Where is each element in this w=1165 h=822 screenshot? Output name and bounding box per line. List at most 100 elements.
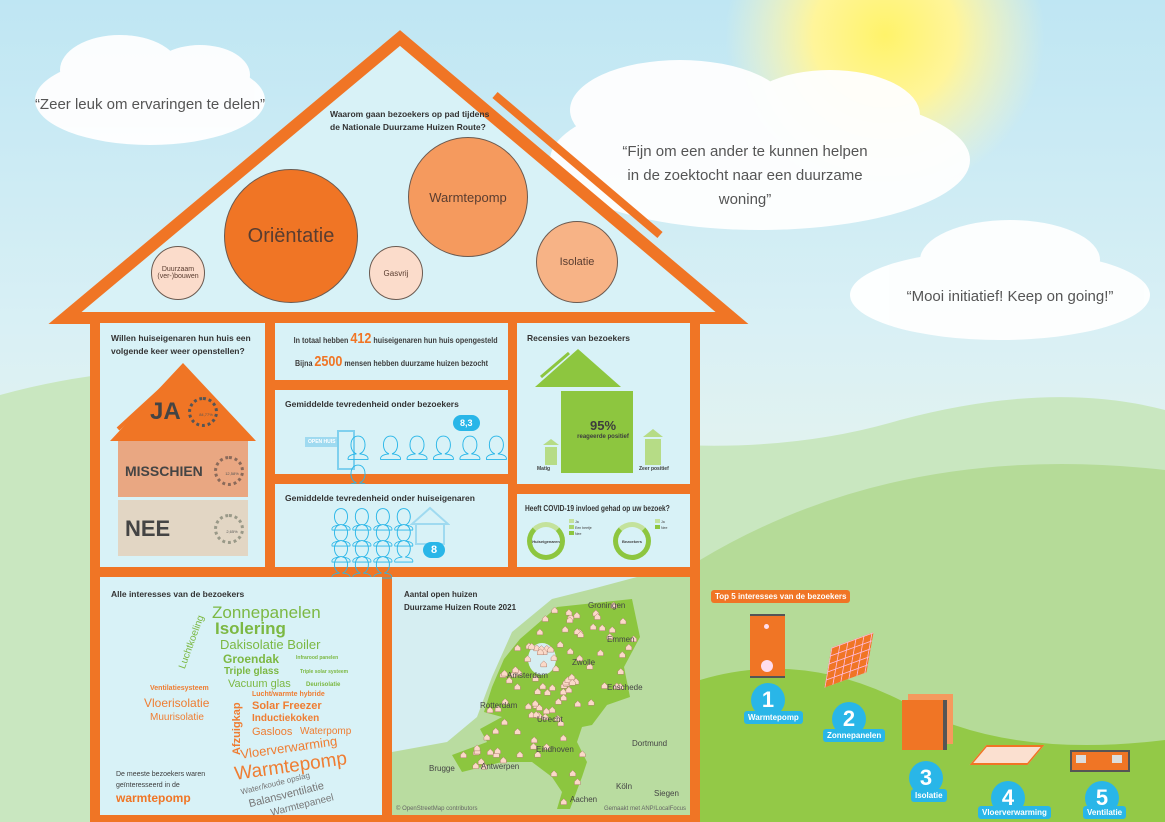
open-house-marker[interactable] (606, 633, 613, 640)
open-house-marker[interactable] (566, 616, 573, 624)
open-house-marker[interactable] (525, 702, 532, 710)
open-house-marker[interactable] (630, 635, 637, 642)
open-house-marker[interactable] (537, 648, 544, 656)
open-house-marker[interactable] (532, 674, 539, 682)
open-house-marker[interactable] (601, 682, 608, 689)
open-house-marker[interactable] (565, 608, 573, 616)
open-house-marker[interactable] (481, 762, 488, 770)
open-house-marker[interactable] (586, 662, 593, 670)
word: Lucht/warmte hybride (252, 691, 325, 698)
open-house-marker[interactable] (574, 778, 581, 785)
open-house-marker[interactable] (557, 719, 565, 727)
open-house-marker[interactable] (501, 669, 508, 677)
totals-line-2: Bijna 2500 mensen hebben duurzame huizen… (294, 353, 489, 370)
open-house-marker[interactable] (483, 733, 491, 741)
open-house-marker[interactable] (549, 684, 556, 691)
open-house-marker[interactable] (550, 770, 558, 777)
open-house-marker[interactable] (547, 645, 554, 653)
open-house-marker[interactable] (514, 728, 521, 735)
open-house-marker[interactable] (477, 757, 485, 765)
open-house-marker[interactable] (554, 714, 561, 722)
open-house-marker[interactable] (619, 651, 626, 658)
open-house-marker[interactable] (552, 665, 560, 672)
map-credit-localfocus[interactable]: Gemaakt met ANP/LocalFocus (604, 806, 687, 812)
word: Solar Freezer (252, 700, 322, 712)
open-house-marker[interactable] (550, 654, 558, 661)
open-house-marker[interactable] (539, 682, 547, 690)
open-house-marker[interactable] (530, 742, 537, 750)
open-house-marker[interactable] (528, 642, 535, 650)
open-house-marker[interactable] (516, 751, 524, 758)
open-house-marker[interactable] (625, 643, 633, 651)
open-house-marker[interactable] (556, 640, 564, 648)
open-house-marker[interactable] (608, 626, 616, 633)
open-house-marker[interactable] (560, 798, 568, 805)
open-house-marker[interactable] (598, 624, 606, 631)
open-house-marker[interactable] (551, 606, 558, 614)
rank-label: Vloerverwarming (978, 806, 1051, 819)
open-house-marker[interactable] (530, 736, 538, 744)
open-house-marker[interactable] (568, 673, 576, 681)
open-house-marker[interactable] (534, 687, 541, 695)
open-house-marker[interactable] (536, 704, 543, 711)
open-house-marker[interactable] (579, 750, 586, 758)
map-credit-osm[interactable]: © OpenStreetMap contributors (396, 806, 478, 812)
rank-label: Zonnepanelen (823, 729, 886, 742)
open-house-marker[interactable] (524, 655, 531, 662)
open-house-marker[interactable] (506, 676, 513, 684)
word: Waterpomp (300, 726, 352, 737)
open-house-marker[interactable] (542, 615, 549, 622)
open-house-marker[interactable] (500, 756, 507, 764)
open-house-marker[interactable] (494, 705, 502, 712)
open-house-marker[interactable] (577, 631, 584, 638)
open-house-marker[interactable] (501, 718, 508, 726)
open-house-marker[interactable] (610, 601, 617, 609)
open-house-marker[interactable] (472, 762, 480, 769)
roof-chimney-line (492, 91, 663, 239)
open-house-marker[interactable] (541, 713, 549, 721)
open-house-marker[interactable] (619, 617, 627, 625)
open-house-marker[interactable] (567, 647, 574, 655)
open-house-marker[interactable] (597, 649, 604, 656)
open-house-marker[interactable] (532, 711, 540, 718)
open-house-marker[interactable] (565, 686, 573, 693)
open-house-marker[interactable] (544, 688, 551, 696)
open-house-marker[interactable] (487, 748, 494, 756)
open-house-marker[interactable] (569, 769, 576, 777)
open-house-marker[interactable] (460, 751, 467, 758)
open-house-marker[interactable] (589, 623, 597, 630)
open-house-marker[interactable] (587, 698, 595, 706)
open-house-marker[interactable] (560, 688, 567, 695)
open-house-marker[interactable] (512, 666, 519, 673)
open-house-marker[interactable] (594, 613, 601, 620)
map-sea (392, 577, 637, 752)
open-house-marker[interactable] (473, 744, 481, 752)
open-house-marker[interactable] (613, 682, 621, 690)
ja-roof (110, 363, 256, 441)
open-house-marker[interactable] (492, 727, 499, 735)
map-canvas[interactable] (392, 577, 690, 815)
open-house-marker[interactable] (569, 678, 576, 686)
open-house-marker[interactable] (576, 654, 583, 662)
open-house-marker[interactable] (543, 707, 550, 715)
open-house-marker[interactable] (574, 700, 582, 708)
open-house-marker[interactable] (560, 734, 567, 742)
open-house-marker[interactable] (532, 699, 539, 707)
open-house-marker[interactable] (561, 625, 569, 633)
open-house-marker[interactable] (543, 743, 550, 750)
open-house-marker[interactable] (494, 747, 501, 754)
open-house-marker[interactable] (540, 660, 547, 668)
open-house-marker[interactable] (536, 628, 544, 636)
totals-line-1: In totaal hebben 412 huiseigenaren hun h… (293, 330, 498, 347)
total-owners: 412 (350, 330, 372, 347)
open-house-marker[interactable] (514, 644, 521, 651)
open-house-marker[interactable] (501, 698, 509, 705)
open-house-marker[interactable] (560, 694, 567, 701)
bubble-duurzaam: Duurzaam (ver-)bouwen (151, 246, 205, 300)
open-house-marker[interactable] (514, 683, 521, 690)
open-house-marker[interactable] (617, 667, 625, 675)
open-house-marker[interactable] (486, 706, 494, 714)
open-house-marker[interactable] (573, 611, 581, 619)
open-house-marker[interactable] (534, 750, 542, 758)
open-house-marker[interactable] (555, 697, 562, 705)
